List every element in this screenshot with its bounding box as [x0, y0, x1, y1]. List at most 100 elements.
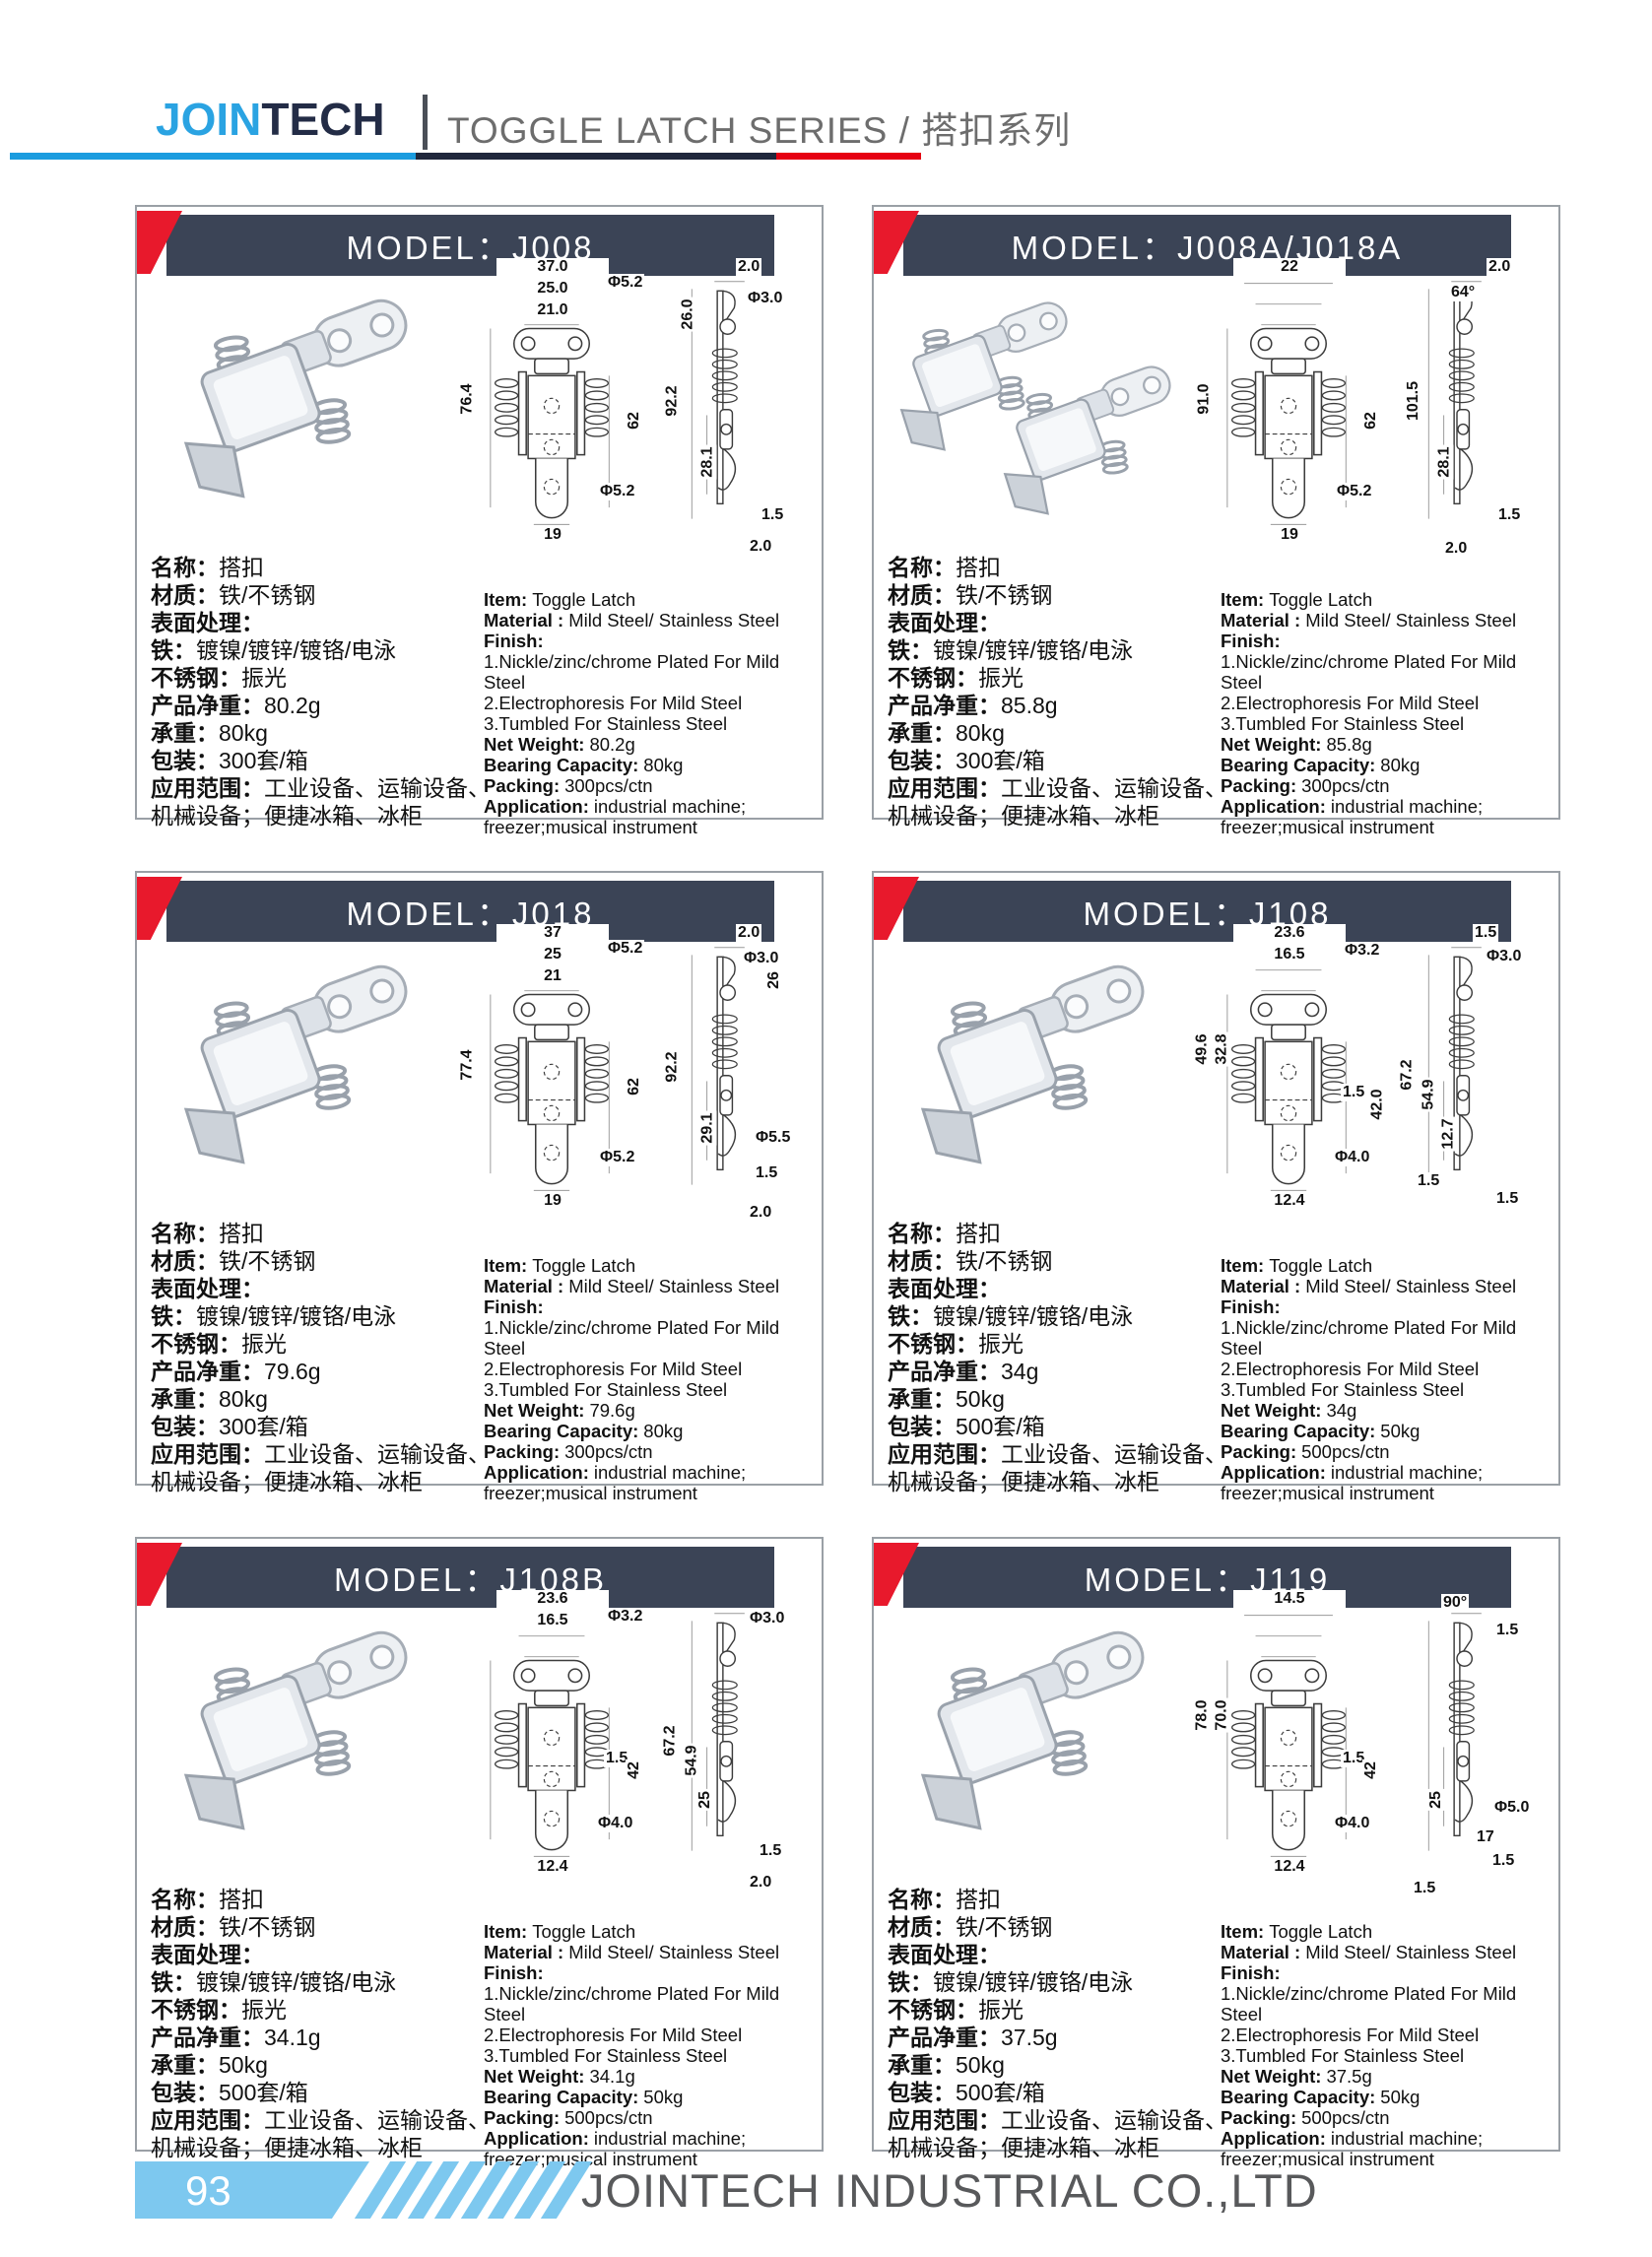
spec-line: 3.Tumbled For Stainless Steel — [484, 1379, 728, 1400]
model-header-bar: MODEL：J119 — [903, 1547, 1511, 1608]
series-title: TOGGLE LATCH SERIES / 搭扣系列 — [447, 110, 1072, 151]
dimension-label: Φ5.2 — [606, 940, 645, 958]
spec-line: Bearing Capacity:80kg — [484, 755, 684, 775]
specs-chinese: 名称：搭扣 材质：铁/不锈钢 表面处理： 铁：镀镍/镀锌/镀铬/电泳 不锈钢：振… — [888, 554, 1240, 830]
latch-photo-illustration — [160, 290, 445, 511]
dimension-label: 49.6 — [1193, 1031, 1212, 1067]
spec-line: Net Weight:34g — [1221, 1400, 1357, 1421]
spec-line: 产品净重：85.8g — [888, 693, 1058, 718]
spec-line: 铁：镀镍/镀锌/镀铬/电泳 — [888, 1303, 1134, 1329]
dimension-label: 25 — [1426, 1789, 1445, 1811]
dimension-label: 32.8 — [1213, 1031, 1231, 1067]
dimension-label: 64° — [1449, 284, 1478, 301]
spec-line: Bearing Capacity:50kg — [484, 2087, 684, 2107]
dimension-label: 16.5 — [1233, 946, 1346, 963]
spec-line: 1.Nickle/zinc/chrome Plated For Mild Ste… — [484, 1983, 780, 2025]
technical-drawing: 14.5 78.0 70.0 1.5 42 Φ4.0 12.4 90° 1.5 … — [1193, 1590, 1544, 1897]
spec-line: 表面处理： — [151, 1276, 264, 1301]
dimension-label: 90° — [1441, 1594, 1470, 1612]
dimension-label: 62 — [625, 1076, 643, 1097]
product-card-j108b: MODEL：J108B 23.6 16.5 Φ3.2 1.5 42 Φ4.0 1… — [135, 1537, 824, 2169]
spec-line: 材质：铁/不锈钢 — [888, 1914, 1053, 1940]
dimension-label: Φ5.0 — [1492, 1799, 1532, 1817]
dimension-label: 2.0 — [748, 1204, 774, 1222]
dimension-label: 1.5 — [754, 1164, 780, 1182]
dimension-label: 67.2 — [661, 1723, 680, 1759]
spec-line: Bearing Capacity:50kg — [1221, 1421, 1421, 1441]
spec-line: Item:Toggle Latch — [1221, 589, 1373, 610]
dimension-label: 19 — [496, 1192, 609, 1210]
spec-line: Net Weight:34.1g — [484, 2066, 635, 2087]
dimension-label: 25.0 — [496, 280, 609, 298]
spec-line: 材质：铁/不锈钢 — [151, 582, 316, 608]
spec-line: 包装：500套/箱 — [888, 2080, 1045, 2105]
specs-english: Item:Toggle Latch Material :Mild Steel/ … — [1221, 1921, 1518, 2169]
dimension-label: 22 — [1233, 258, 1346, 276]
spec-line: 承重：50kg — [888, 1386, 1005, 1412]
spec-line: 3.Tumbled For Stainless Steel — [1221, 1379, 1465, 1400]
dimension-label: Φ5.2 — [606, 274, 645, 292]
dimension-label: 62 — [1361, 410, 1380, 431]
spec-line: 不锈钢：振光 — [151, 1997, 287, 2023]
dimension-label: Φ4.0 — [1333, 1815, 1372, 1832]
spec-line: Application:industrial machine; freezer;… — [1221, 2128, 1484, 2169]
product-photo — [882, 1622, 1207, 1886]
spec-line: Material :Mild Steel/ Stainless Steel — [1221, 610, 1517, 631]
spec-line: 应用范围：工业设备、运输设备、机械设备；便捷冰箱、冰柜 — [151, 1441, 491, 1494]
spec-line: 1.Nickle/zinc/chrome Plated For Mild Ste… — [1221, 1317, 1517, 1359]
spec-line: 产品净重：80.2g — [151, 693, 321, 718]
page-number: 93 — [185, 2167, 231, 2214]
dimension-label: 78.0 — [1193, 1697, 1212, 1733]
dimension-label: 23.6 — [1233, 924, 1346, 942]
dimension-label: 101.5 — [1405, 378, 1423, 424]
spec-line: 不锈钢：振光 — [151, 665, 287, 691]
dimension-label: 28.1 — [1435, 444, 1454, 480]
spec-line: 不锈钢：振光 — [888, 1997, 1024, 2023]
product-photo — [145, 290, 470, 554]
model-header-bar: MODEL：J008A/J018A — [903, 215, 1511, 276]
product-card-j018: MODEL：J018 37 25 Φ5.2 21 77.4 62 Φ5.2 19… — [135, 871, 824, 1503]
dimension-label: 92.2 — [663, 383, 682, 419]
dimension-label: 14.5 — [1233, 1590, 1346, 1608]
dimension-label: 76.4 — [458, 381, 477, 417]
spec-line: 材质：铁/不锈钢 — [888, 582, 1053, 608]
latch-photo-illustration — [896, 1622, 1182, 1843]
technical-drawing: 37 25 Φ5.2 21 77.4 62 Φ5.2 19 2.0 Φ3.0 2… — [458, 924, 807, 1222]
spec-line: Bearing Capacity:50kg — [1221, 2087, 1421, 2107]
specs-chinese: 名称：搭扣 材质：铁/不锈钢 表面处理： 铁：镀镍/镀锌/镀铬/电泳 不锈钢：振… — [151, 1886, 503, 2161]
dimension-label: 42 — [625, 1759, 643, 1781]
latch-photo-illustration — [160, 1622, 445, 1843]
spec-line: Net Weight:37.5g — [1221, 2066, 1372, 2087]
spec-line: 承重：50kg — [888, 2052, 1005, 2078]
underline-red-segment — [776, 153, 921, 160]
spec-line: Packing:500pcs/ctn — [484, 2107, 653, 2128]
spec-line: Material :Mild Steel/ Stainless Steel — [484, 1942, 780, 1962]
specs-english: Item:Toggle Latch Material :Mild Steel/ … — [1221, 589, 1518, 837]
side-view-drawing — [1427, 1613, 1483, 1852]
spec-line: Packing:500pcs/ctn — [1221, 2107, 1390, 2128]
spec-line: 包装：300套/箱 — [151, 1414, 308, 1439]
dimension-label: 37 — [496, 924, 609, 942]
jointech-logo: JOINTECH — [156, 93, 385, 146]
spec-line: 2.Electrophoresis For Mild Steel — [484, 1359, 743, 1379]
side-view-drawing — [1427, 947, 1483, 1186]
spec-line: 表面处理： — [151, 1942, 264, 1967]
spec-line: 包装：500套/箱 — [888, 1414, 1045, 1439]
spec-line: 表面处理： — [888, 610, 1001, 635]
dimension-label: 21 — [496, 967, 609, 985]
spec-line: 铁：镀镍/镀锌/镀铬/电泳 — [151, 637, 397, 663]
dimension-label: 12.7 — [1439, 1116, 1458, 1152]
spec-line: Finish: — [1221, 631, 1281, 651]
dimension-label: 1.5 — [1416, 1172, 1442, 1190]
dimension-label: 25 — [496, 946, 609, 963]
spec-line: 包装：300套/箱 — [888, 748, 1045, 773]
dimension-label: 1.5 — [1341, 1084, 1367, 1101]
model-header-bar: MODEL：J008 — [166, 215, 774, 276]
spec-line: 包装：500套/箱 — [151, 2080, 308, 2105]
spec-line: 应用范围：工业设备、运输设备、机械设备；便捷冰箱、冰柜 — [888, 775, 1227, 829]
spec-line: 承重：80kg — [888, 720, 1005, 746]
dimension-label: 19 — [496, 526, 609, 544]
model-header-bar: MODEL：J108 — [903, 881, 1511, 942]
spec-line: 承重：80kg — [151, 720, 268, 746]
dimension-label: 54.9 — [1420, 1077, 1438, 1112]
